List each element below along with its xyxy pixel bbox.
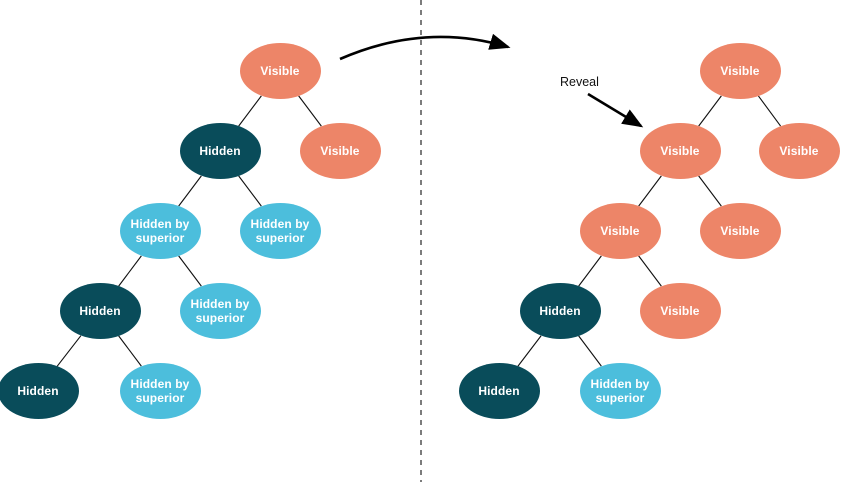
reveal-label: Reveal: [560, 75, 599, 89]
tree-node-visible[interactable]: Visible: [758, 123, 840, 179]
tree-node-label: Hidden: [478, 384, 520, 398]
tree-node-visible[interactable]: Visible: [699, 203, 781, 259]
tree-node-visible[interactable]: Visible: [639, 283, 721, 339]
tree-edges: [56, 95, 782, 367]
tree-node-label: Hidden by superior: [130, 377, 190, 405]
tree-node-visible[interactable]: Visible: [699, 43, 781, 99]
tree-edge: [638, 255, 662, 287]
tree-node-visible[interactable]: Visible: [579, 203, 661, 259]
tree-edge: [178, 175, 202, 207]
tree-node-label: Hidden: [79, 304, 121, 318]
tree-node-label: Visible: [660, 304, 700, 318]
tree-node-hidden[interactable]: Hidden: [59, 283, 141, 339]
tree-edge: [578, 335, 602, 367]
tree-node-hidden[interactable]: Hidden: [519, 283, 601, 339]
tree-edge: [118, 335, 142, 367]
tree-edge: [698, 95, 722, 127]
tree-node-label: Visible: [720, 224, 760, 238]
tree-node-label: Visible: [660, 144, 700, 158]
tree-edge: [56, 335, 82, 367]
tree-edge: [238, 175, 262, 207]
tree-node-label: Visible: [260, 64, 300, 78]
tree-node-hidden-by-superior[interactable]: Hidden by superior: [579, 363, 661, 419]
tree-node-label: Hidden: [199, 144, 241, 158]
tree-node-label: Hidden: [17, 384, 59, 398]
transition-arrow-icon: [339, 33, 511, 61]
tree-node-hidden-by-superior[interactable]: Hidden by superior: [119, 203, 201, 259]
tree-edge: [578, 255, 602, 287]
tree-edge: [698, 175, 722, 207]
tree-node-label: Hidden: [539, 304, 581, 318]
tree-node-label: Visible: [600, 224, 640, 238]
tree-edge: [757, 95, 782, 127]
tree-edge: [178, 255, 202, 287]
tree-node-visible[interactable]: Visible: [639, 123, 721, 179]
tree-edge: [298, 95, 322, 127]
tree-node-visible[interactable]: Visible: [239, 43, 321, 99]
tree-node-label: Hidden by superior: [190, 297, 250, 325]
tree-node-label: Hidden by superior: [590, 377, 650, 405]
tree-node-hidden-by-superior[interactable]: Hidden by superior: [179, 283, 261, 339]
tree-node-hidden[interactable]: Hidden: [179, 123, 261, 179]
tree-node-label: Visible: [320, 144, 360, 158]
tree-edge: [118, 255, 142, 287]
tree-node-hidden[interactable]: Hidden: [0, 363, 79, 419]
tree-edge: [238, 95, 262, 127]
tree-edge: [638, 175, 662, 207]
tree-node-hidden-by-superior[interactable]: Hidden by superior: [239, 203, 321, 259]
tree-edge: [517, 335, 542, 367]
tree-node-label: Visible: [720, 64, 760, 78]
tree-node-label: Hidden by superior: [130, 217, 190, 245]
tree-node-hidden[interactable]: Hidden: [458, 363, 540, 419]
reveal-arrow-icon: [587, 92, 644, 128]
tree-node-hidden-by-superior[interactable]: Hidden by superior: [119, 363, 201, 419]
tree-node-visible[interactable]: Visible: [299, 123, 381, 179]
tree-node-label: Hidden by superior: [250, 217, 310, 245]
tree-node-label: Visible: [779, 144, 819, 158]
